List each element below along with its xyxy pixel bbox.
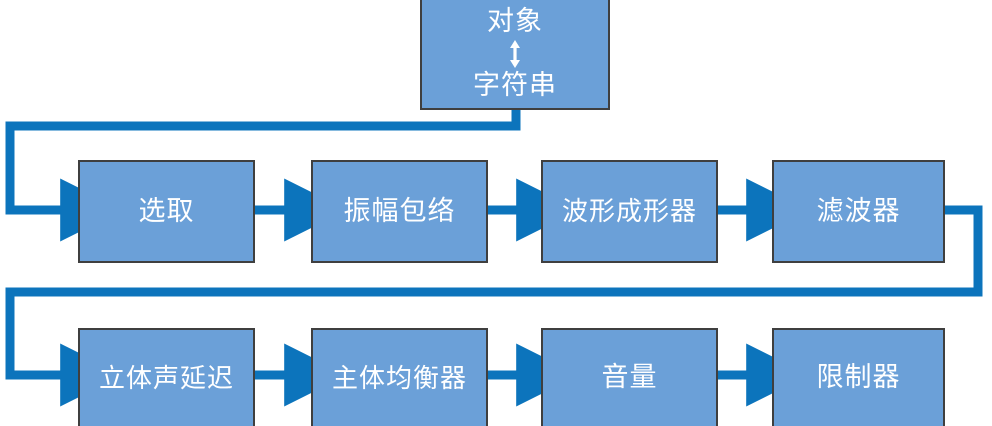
node-amplitude-envelope[interactable]: 振幅包络	[311, 160, 488, 263]
node-object-string[interactable]: 对象 字符串	[420, 0, 610, 110]
node-select[interactable]: 选取	[78, 160, 255, 263]
double-arrow-vertical-icon	[510, 40, 520, 68]
node-volume-label: 音量	[601, 362, 658, 393]
node-stereo-delay[interactable]: 立体声延迟	[78, 328, 255, 426]
node-main-equalizer[interactable]: 主体均衡器	[311, 328, 488, 426]
node-amplitude-envelope-label: 振幅包络	[343, 195, 456, 226]
node-string-label: 字符串	[473, 70, 557, 100]
node-object-label: 对象	[487, 6, 543, 37]
node-filter-label: 滤波器	[816, 195, 901, 226]
node-stereo-delay-label: 立体声延迟	[98, 362, 234, 393]
node-volume[interactable]: 音量	[541, 328, 718, 426]
node-main-equalizer-label: 主体均衡器	[331, 362, 467, 393]
node-waveshaper-label: 波形成形器	[561, 196, 697, 227]
node-limiter[interactable]: 限制器	[772, 328, 945, 426]
node-select-label: 选取	[138, 195, 195, 226]
connector-source-to-row1	[5, 110, 521, 242]
connector-row1-to-row2	[5, 205, 983, 407]
node-waveshaper[interactable]: 波形成形器	[541, 160, 718, 263]
node-limiter-label: 限制器	[816, 362, 901, 393]
node-filter[interactable]: 滤波器	[772, 160, 945, 263]
